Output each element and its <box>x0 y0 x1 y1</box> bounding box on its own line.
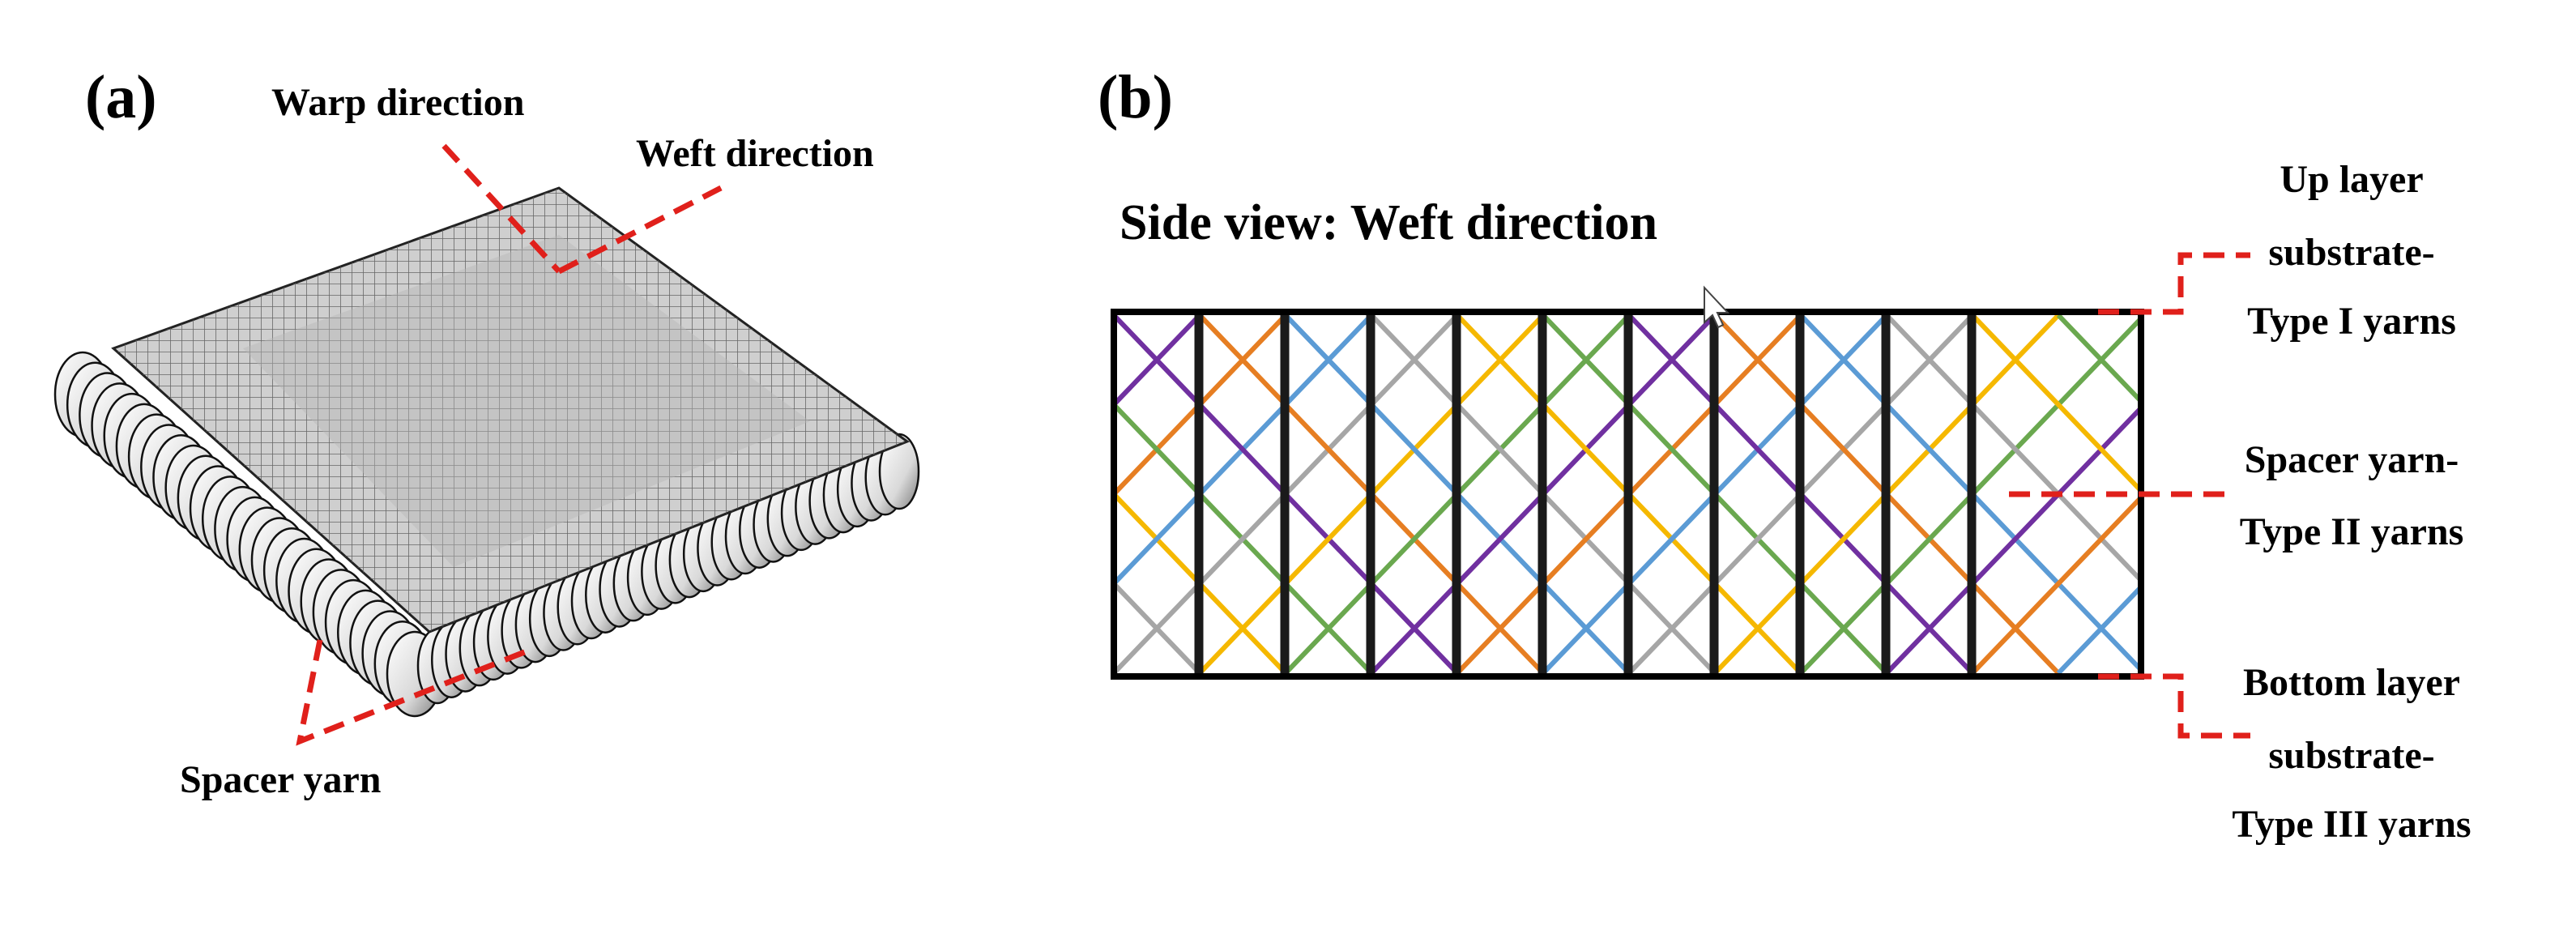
spacer-yarn-diagonal <box>1114 580 1202 673</box>
spacer-yarn-diagonal <box>2316 315 2576 673</box>
spacer-yarn-diagonal <box>2488 315 2576 673</box>
fabric-top-surface <box>111 186 911 634</box>
spacer-yarn-diagonal <box>1114 315 1202 408</box>
mouse-cursor-icon <box>1704 285 1730 329</box>
panel-a: (a) Warp direction Weft direction Spacer… <box>53 63 920 801</box>
up-layer-label-line3: Type I yarns <box>2247 300 2456 343</box>
warp-direction-label: Warp direction <box>271 81 524 124</box>
spacer-yarn-label-line2: Type II yarns <box>2240 510 2464 553</box>
spacer-yarn-diagonal <box>1114 315 1288 498</box>
panel-a-label: (a) <box>85 63 157 131</box>
spacer-yarn-diagonal <box>2144 315 2488 673</box>
spacer-yarn-diagonal <box>2230 315 2574 673</box>
bottom-layer-label-line3: Type III yarns <box>2232 803 2471 846</box>
panel-b: (b) Side view: Weft direction Up layer s… <box>1098 63 2576 846</box>
spacer-yarn-diagonal <box>1970 493 2141 673</box>
spacer-yarn-label: Spacer yarn <box>180 758 381 801</box>
spacer-yarn-diagonal <box>1970 315 2141 495</box>
spacer-yarn-diagonal <box>2316 315 2576 673</box>
spacer-yarn-diagonal <box>2402 315 2576 673</box>
spacer-yarn-diagonal <box>2230 315 2574 673</box>
spacer-yarn-diagonal <box>2056 315 2141 405</box>
spacer-yarn-leader <box>296 639 536 746</box>
spacer-yarn-label-line1: Spacer yarn- <box>2245 438 2459 481</box>
left-spacer-loops <box>53 351 444 718</box>
up-layer-label-line2: substrate- <box>2268 231 2434 274</box>
spacer-yarn-diagonal <box>1114 490 1288 673</box>
up-layer-leader <box>2098 252 2250 315</box>
side-view-title: Side view: Weft direction <box>1120 195 1657 250</box>
panel-b-label: (b) <box>1098 63 1173 131</box>
spacer-yarn-diagonal <box>2144 315 2488 673</box>
spacer-yarn-diagonal <box>2488 315 2576 673</box>
front-spacer-loops <box>416 433 920 705</box>
warp-direction-leader <box>441 143 561 274</box>
bottom-layer-leader <box>2098 673 2250 739</box>
spacer-yarn-diagonal <box>2056 583 2141 673</box>
spacer-yarn-diagonal <box>2402 315 2576 673</box>
bottom-layer-label-line1: Bottom layer <box>2243 661 2460 704</box>
up-layer-label-line1: Up layer <box>2280 158 2423 201</box>
bottom-layer-label-line2: substrate- <box>2268 734 2434 777</box>
weft-direction-label: Weft direction <box>636 132 874 175</box>
